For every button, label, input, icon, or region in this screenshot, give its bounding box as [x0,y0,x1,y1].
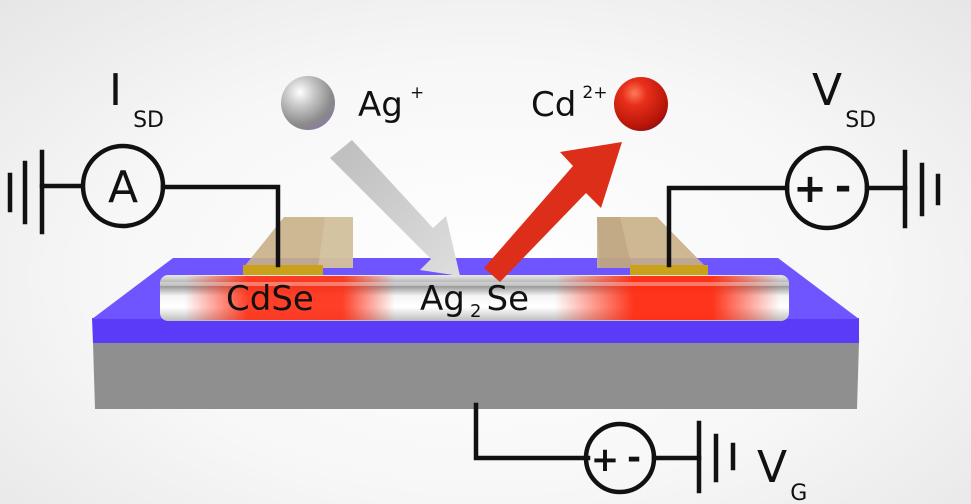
source-contact [243,217,353,275]
ammeter-symbol: A [108,162,138,213]
ag-ion-sup: + [410,83,424,103]
cd-outgoing-arrow [484,142,622,282]
isd-sub: SD [133,108,164,133]
cdse-label: CdSe [226,279,314,319]
ammeter-circuit [7,143,281,268]
isd-main: I [109,65,122,116]
cdse-region-right [555,276,780,320]
ag2se-label: Ag 2 Se [420,279,529,322]
vg-plus: + [591,440,620,480]
ag2se-post: Se [486,279,529,319]
ag-incoming-arrow [330,140,460,276]
cd-ion-label: Cd 2+ [531,83,607,125]
cd-ion-sup: 2+ [582,83,607,103]
vsd-label: V SD [812,65,876,133]
vsd-minus: - [835,164,852,210]
cd-ion-sphere [614,77,668,131]
ag-ion-label: Ag + [358,83,424,125]
drain-contact [597,217,708,275]
vg-main: V [757,442,787,493]
vg-minus: - [627,438,641,478]
ag2se-sub: 2 [470,301,481,322]
vsd-main: V [812,65,842,116]
ag-ion-sphere [281,76,335,130]
cdse-region-left [185,276,395,320]
vg-label: V G [757,442,807,504]
ag2se-pre: Ag [420,279,465,319]
substrate-gray-front [93,342,859,409]
vg-sub: G [790,481,807,504]
ag-ion-main: Ag [358,85,403,125]
isd-label: I SD [109,65,164,133]
vsd-circuit [666,145,941,268]
vsd-plus: + [793,166,827,212]
vsd-sub: SD [845,108,876,133]
vg-circuit [473,402,736,495]
nanowire [160,275,789,321]
oxide-front [92,318,859,343]
cd-ion-main: Cd [531,85,576,125]
